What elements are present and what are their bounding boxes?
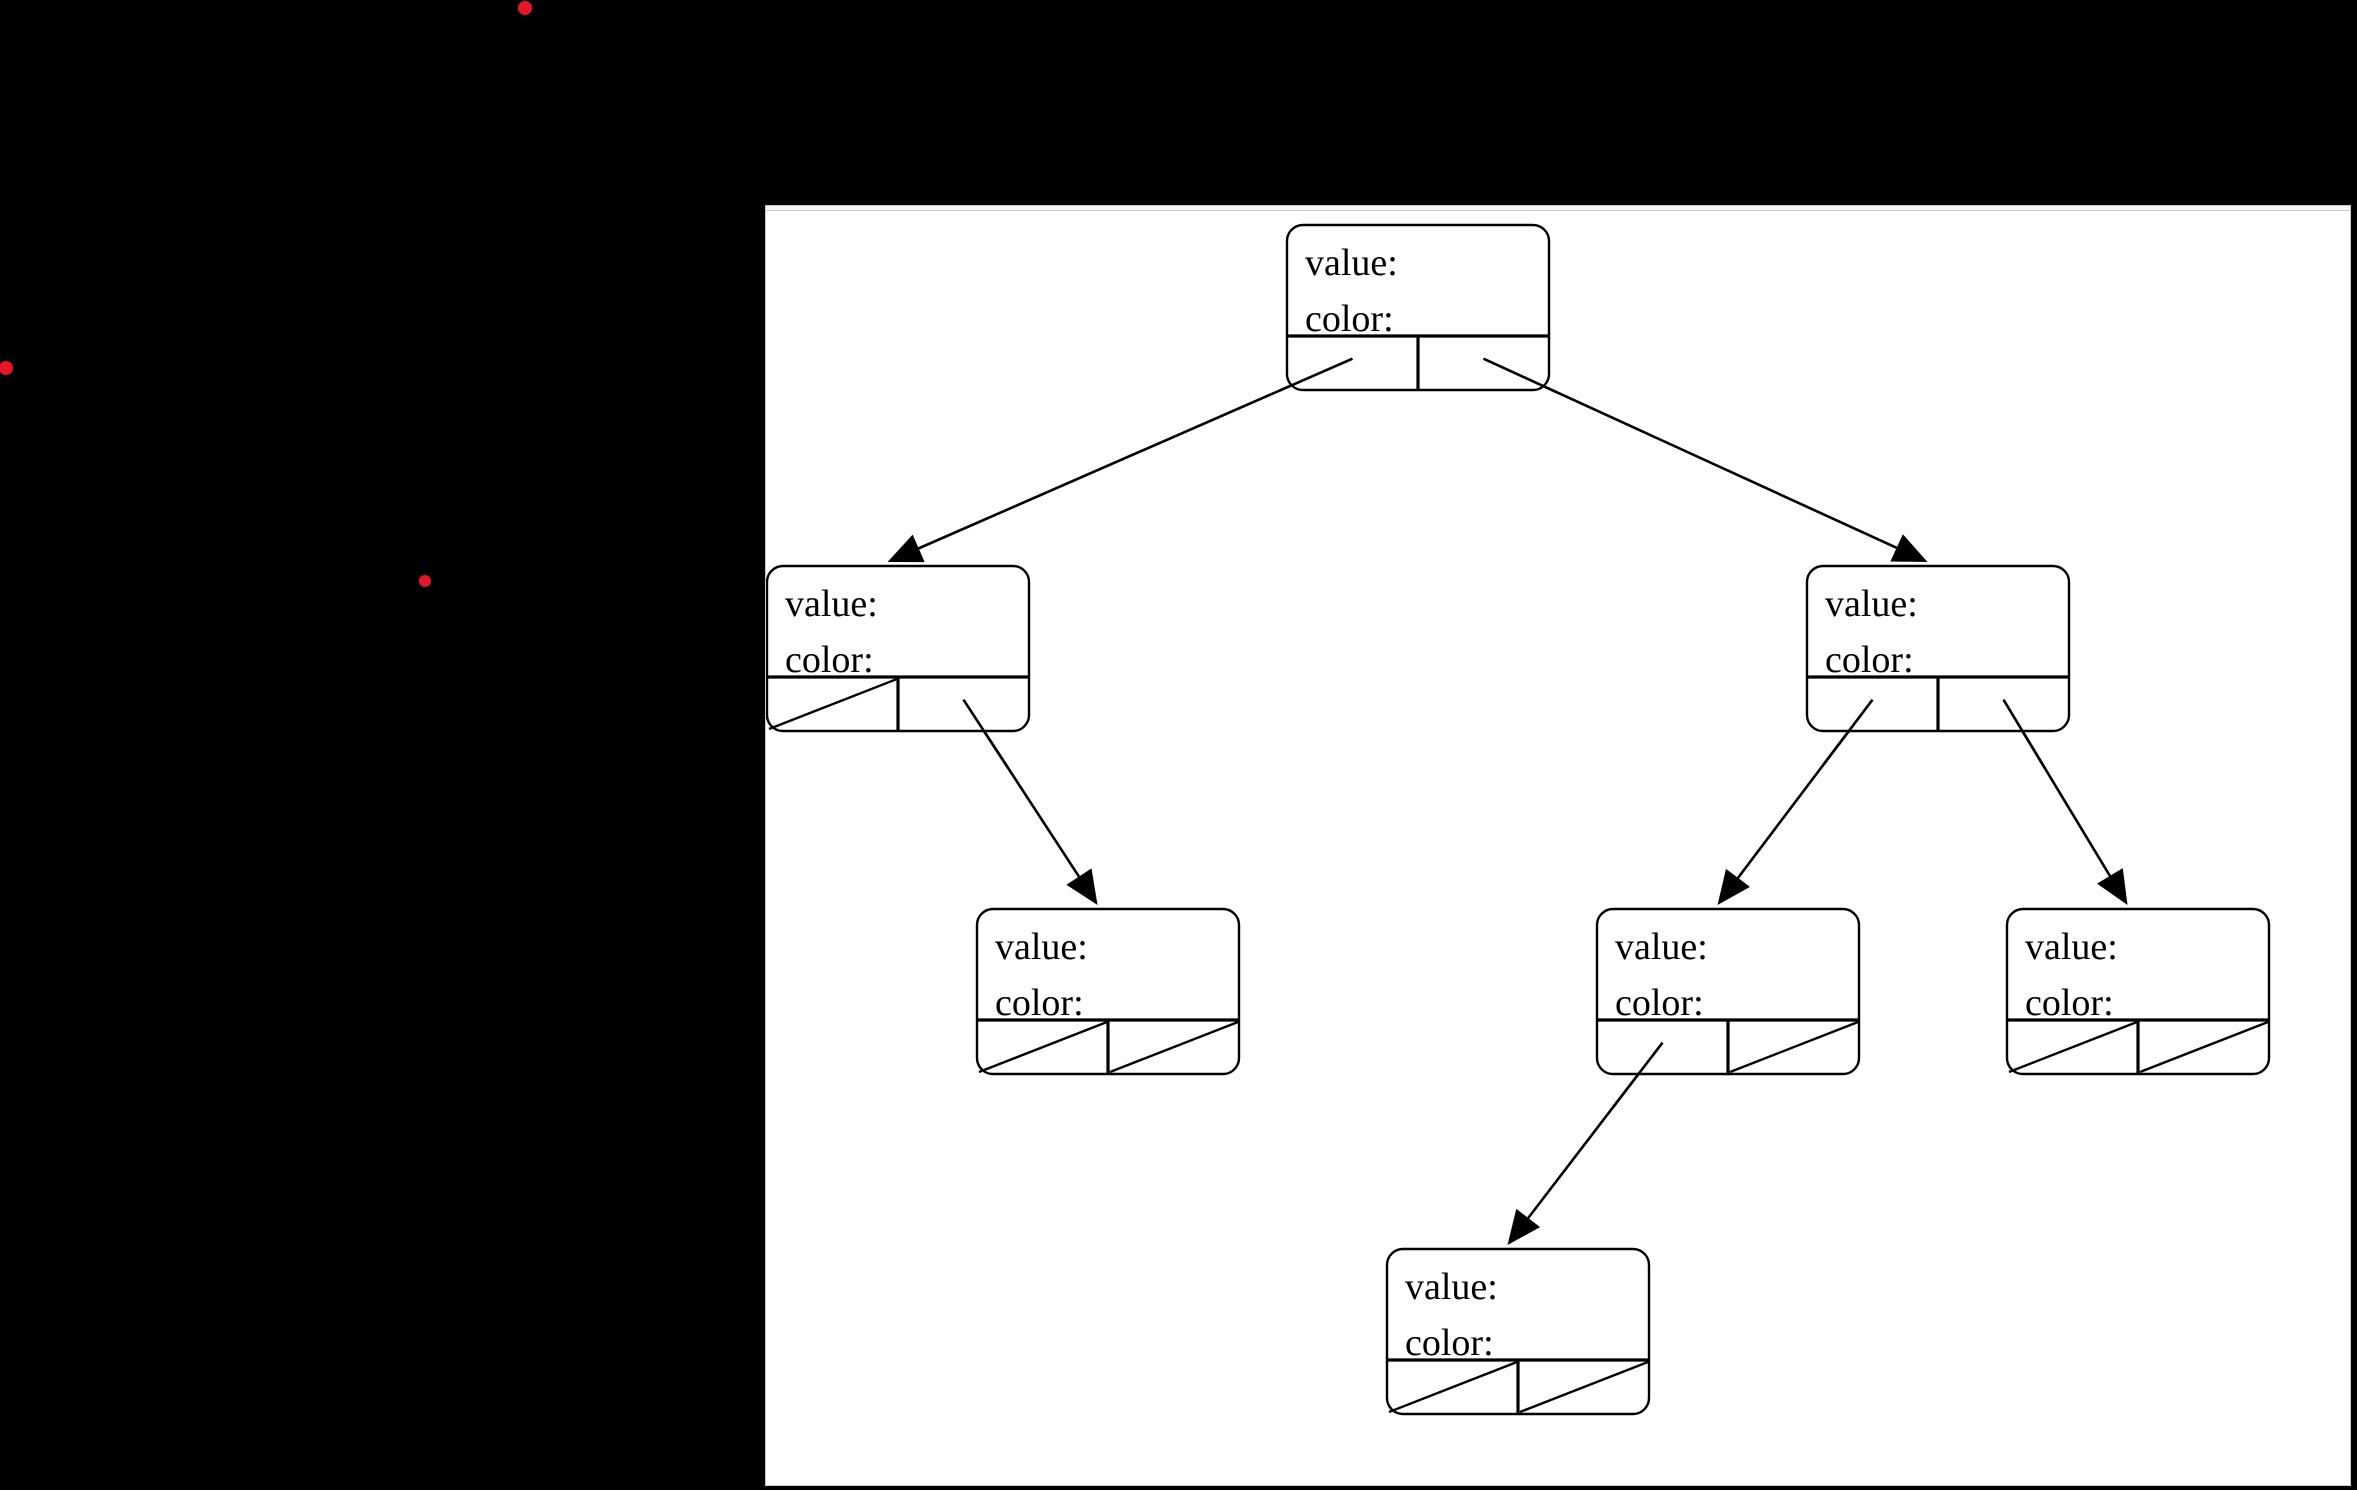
marker-dot-3 [419,575,431,587]
node-color-label: color: [785,639,874,681]
diagram-sheet: value:color:value:color:value:color:valu… [765,205,2351,1486]
edge-stub [1612,1041,1664,1108]
node-color-label: color: [1405,1322,1494,1364]
node-color-label: color: [1305,298,1394,340]
null-pointer-slash-left [978,1020,1108,1074]
node-value-label: value: [1305,242,1398,284]
node-value-label: value: [2025,926,2118,968]
null-pointer-slash-right [1729,1020,1859,1074]
tree-node-left-right[interactable]: value: color: [975,907,1241,1076]
tree-node-right-right[interactable]: value: color: [2005,907,2271,1076]
edge-arrowhead [1890,534,1928,562]
tree-node-right-left-left[interactable]: value: color: [1385,1247,1651,1416]
node-color-label: color: [995,982,1084,1024]
edge-stub [1822,698,1874,766]
edge-stub [1482,357,1558,394]
tree-node-right[interactable]: value: color: [1805,564,2071,733]
null-pointer-slash-right [1519,1360,1649,1414]
edge-stub [962,698,1009,769]
tree-node-left[interactable]: value: color: [766,564,1031,733]
sheet-top-strip [766,206,2350,211]
null-pointer-slash-left [1388,1360,1518,1414]
marker-dot-1 [518,1,532,15]
edge-arrowhead [887,534,925,563]
edge-arrowhead [1507,1208,1541,1245]
edge-stub [1277,357,1354,393]
null-pointer-slash-right [1109,1020,1239,1074]
marker-dot-2 [0,361,13,375]
node-color-label: color: [1615,982,1704,1024]
node-value-label: value: [995,926,1088,968]
edge-arrowhead [2097,868,2128,905]
tree-node-right-left[interactable]: value: color: [1595,907,1861,1076]
binary-tree-diagram: value:color:value:color:value:color:valu… [766,223,2271,1416]
edge-arrowhead [1717,868,1750,905]
null-pointer-slash-left [2008,1020,2138,1074]
node-value-label: value: [1825,583,1918,625]
node-color-label: color: [2025,982,2114,1024]
node-value-label: value: [1615,926,1708,968]
tree-node-root[interactable]: value: color: [1285,223,1551,392]
node-color-label: color: [1825,639,1914,681]
edge-stub [2002,699,2047,770]
node-value-label: value: [785,583,878,625]
null-pointer-slash-left [768,677,898,731]
null-pointer-slash-right [2139,1020,2269,1074]
edge-arrowhead [1066,868,1098,905]
node-value-label: value: [1405,1266,1498,1308]
